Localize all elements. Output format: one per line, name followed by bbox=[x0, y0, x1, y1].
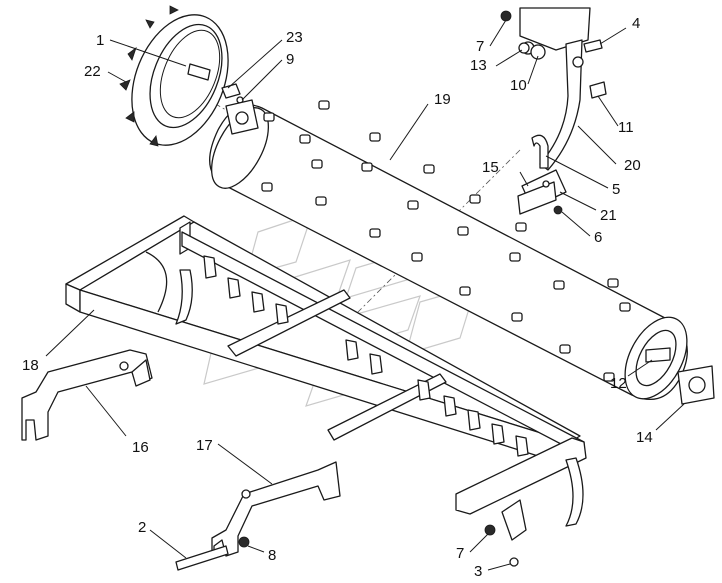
callout-23: 23 bbox=[286, 29, 303, 46]
arm-part-20 bbox=[519, 7, 591, 171]
roller-studs bbox=[261, 100, 631, 382]
callout-5: 5 bbox=[612, 181, 620, 198]
wheel-part-22 bbox=[119, 5, 229, 147]
bracket-part-17 bbox=[211, 461, 341, 557]
callout-13: 13 bbox=[470, 57, 487, 74]
bearing-part-23 bbox=[221, 83, 259, 135]
callout-3: 3 bbox=[474, 563, 482, 580]
callout-16: 16 bbox=[132, 439, 149, 456]
callout-8: 8 bbox=[268, 547, 276, 564]
callout-6: 6 bbox=[594, 229, 602, 246]
callout-21: 21 bbox=[600, 207, 617, 224]
callout-22: 22 bbox=[84, 63, 101, 80]
callout-11: 11 bbox=[618, 119, 634, 136]
callout-7-top: 7 bbox=[476, 38, 484, 55]
callout-1: 1 bbox=[96, 32, 104, 49]
leader-lines bbox=[45, 19, 685, 571]
callout-12: 12 bbox=[610, 375, 627, 392]
callout-18: 18 bbox=[22, 357, 39, 374]
callout-10: 10 bbox=[510, 77, 527, 94]
callout-15: 15 bbox=[482, 159, 499, 176]
scraper-bracket-part-15 bbox=[517, 134, 567, 215]
assembly-axis-line bbox=[329, 149, 521, 341]
callout-7-bottom: 7 bbox=[456, 545, 464, 562]
callout-labels: 1 2 3 4 5 6 7 7 8 9 10 11 12 13 14 15 16… bbox=[22, 15, 653, 580]
callout-9: 9 bbox=[286, 51, 294, 68]
callout-17: 17 bbox=[196, 437, 213, 454]
frame-tines bbox=[175, 255, 584, 527]
callout-2: 2 bbox=[138, 519, 146, 536]
fasteners bbox=[175, 10, 607, 571]
callout-14: 14 bbox=[636, 429, 653, 446]
frame-part-18 bbox=[65, 215, 587, 541]
callout-4: 4 bbox=[632, 15, 640, 32]
bracket-part-16 bbox=[21, 349, 153, 441]
callout-19: 19 bbox=[434, 91, 451, 108]
callout-20: 20 bbox=[624, 157, 641, 174]
end-plate-part-14 bbox=[677, 365, 715, 405]
